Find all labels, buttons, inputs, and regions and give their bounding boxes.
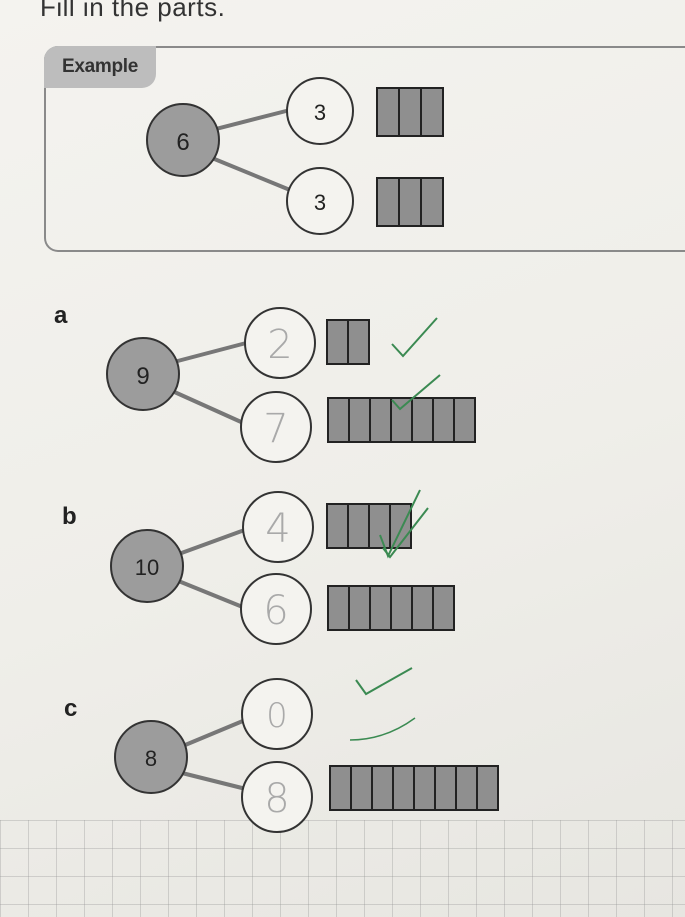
example-branch-bottom (211, 156, 291, 192)
question-a-bottom-unit-block (453, 397, 476, 443)
question-c-bottom-unit-block (329, 765, 352, 811)
question-c-label: c (64, 695, 78, 722)
instruction-text: Fill in the parts. (40, 0, 226, 22)
question-b-bar-top (326, 503, 412, 549)
question-b-bottom-unit-block (327, 585, 350, 631)
question-b-bar-bottom (327, 585, 455, 631)
example-label: Example (44, 46, 156, 88)
question-a-answer-circle-bottom (240, 391, 312, 463)
question-a-bottom-unit-block (348, 397, 371, 443)
question-b-whole-circle (110, 529, 184, 603)
example-number-bond: 6 3 3 (146, 77, 444, 235)
example-part-circle-bottom (286, 167, 354, 235)
question-c-whole-value: 8 (145, 746, 157, 771)
question-b-bottom-unit-block (369, 585, 392, 631)
question-a-checkmark-bottom (391, 374, 441, 411)
question-a-bottom-unit-block (432, 397, 455, 443)
question-c-branch-bottom (177, 770, 251, 792)
question-b-branch-bottom (175, 578, 251, 612)
question-c-bottom-unit-block (371, 765, 394, 811)
question-b-top-unit-block (326, 503, 349, 549)
example-part-value-bottom: 3 (314, 190, 326, 215)
question-a-answer-bottom: 7 (263, 406, 288, 452)
question-b-number-bond: 10 4 6 (110, 489, 455, 645)
question-c-answer-bottom: 8 (264, 776, 289, 822)
question-c-bottom-unit-block (434, 765, 457, 811)
question-b-answer-circle-bottom (240, 573, 312, 645)
question-b-bottom-unit-block (411, 585, 434, 631)
question-b-top-unit-block (389, 503, 412, 549)
question-b-bottom-unit-block (432, 585, 455, 631)
question-b-label: b (62, 503, 77, 530)
question-b-bottom-unit-block (348, 585, 371, 631)
question-b-answer-bottom: 6 (263, 588, 288, 634)
question-b-answer-top: 4 (265, 506, 290, 552)
question-a-top-unit-block (347, 319, 370, 365)
question-b-answer-circle-top (242, 491, 314, 563)
question-c-whole-circle (114, 720, 188, 794)
question-a-number-bond: 9 2 7 (106, 307, 476, 463)
question-c-bottom-unit-block (392, 765, 415, 811)
question-a-bar-top (326, 319, 370, 365)
example-whole-value: 6 (176, 129, 189, 156)
example-part-value-top: 3 (314, 100, 326, 125)
example-top-unit-block (376, 87, 400, 137)
question-b-whole-value: 10 (135, 555, 159, 580)
question-a-bottom-unit-block (369, 397, 392, 443)
question-c-checkmark (355, 667, 413, 696)
question-a-bar-bottom (327, 397, 476, 443)
question-a-branch-bottom (169, 388, 251, 428)
example-box (44, 46, 685, 252)
question-a-whole-circle (106, 337, 180, 411)
question-a-bottom-unit-block (327, 397, 350, 443)
question-b-branch-top (175, 526, 251, 557)
example-bottom-unit-block (398, 177, 422, 227)
question-b-bottom-unit-block (390, 585, 413, 631)
question-a-bottom-unit-block (411, 397, 434, 443)
question-c-branch-top (177, 716, 251, 750)
question-a-checkmark-top (391, 317, 438, 358)
question-a-answer-top: 2 (267, 322, 292, 368)
question-a-label: a (54, 302, 68, 329)
question-c-bar-bottom (329, 765, 499, 811)
question-b-top-unit-block (368, 503, 391, 549)
example-top-unit-block (420, 87, 444, 137)
question-c-answer-top: 0 (266, 696, 288, 736)
question-c-bottom-unit-block (350, 765, 373, 811)
example-bar-top (376, 87, 444, 137)
example-branch-top (211, 108, 291, 132)
question-c-answer-mark (349, 717, 416, 741)
question-c-number-bond: 8 0 8 (114, 667, 499, 833)
grid-paper-background (0, 820, 685, 917)
question-a-branch-top (169, 340, 251, 365)
example-top-unit-block (398, 87, 422, 137)
question-c-bottom-unit-block (413, 765, 436, 811)
example-part-circle-top (286, 77, 354, 145)
question-c-answer-circle-bottom (241, 761, 313, 833)
example-bottom-unit-block (420, 177, 444, 227)
question-b-top-unit-block (347, 503, 370, 549)
question-a-top-unit-block (326, 319, 349, 365)
question-b-checkmark-2 (382, 507, 429, 559)
question-c-bottom-unit-block (455, 765, 478, 811)
question-c-bottom-unit-block (476, 765, 499, 811)
example-bottom-unit-block (376, 177, 400, 227)
question-a-answer-circle-top (244, 307, 316, 379)
question-a-bottom-unit-block (390, 397, 413, 443)
question-a-whole-value: 9 (136, 363, 149, 390)
example-whole-circle (146, 103, 220, 177)
question-c-answer-circle-top (241, 678, 313, 750)
example-bar-bottom (376, 177, 444, 227)
